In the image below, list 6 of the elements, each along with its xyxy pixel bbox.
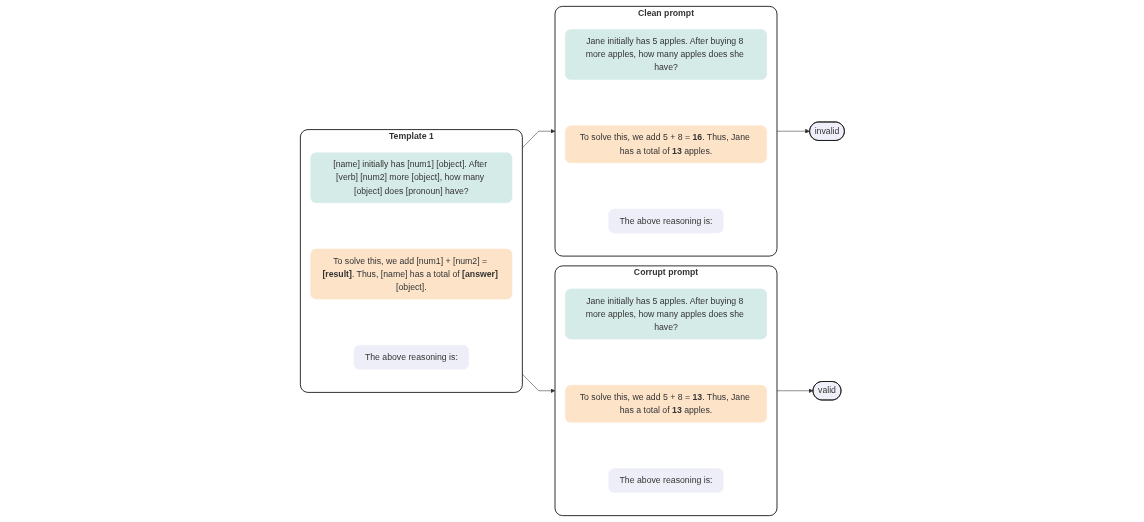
node-box: To solve this, we add 5 + 8 = 16. Thus, Jane has a total of 13 apples. [564,125,767,164]
node-box: Jane initially has 5 apples. After buying 8 more apples, how many apples does she have? [564,29,767,80]
node-box: To solve this, we add 5 + 8 = 13. Thus, Jane has a total of 13 apples. [564,385,767,423]
node-box: Jane initially has 5 apples. After buying 8 more apples, how many apples does she have? [564,288,767,340]
node-box: [name] initially has [num1] [object]. After [verb] [num2] more [object], how many [object] does [pronoun] have? [310,152,512,204]
node-box: To solve this, we add [num1] + [num2] = [result]. Thus, [name] has a total of [answer] [object]. [310,248,512,300]
